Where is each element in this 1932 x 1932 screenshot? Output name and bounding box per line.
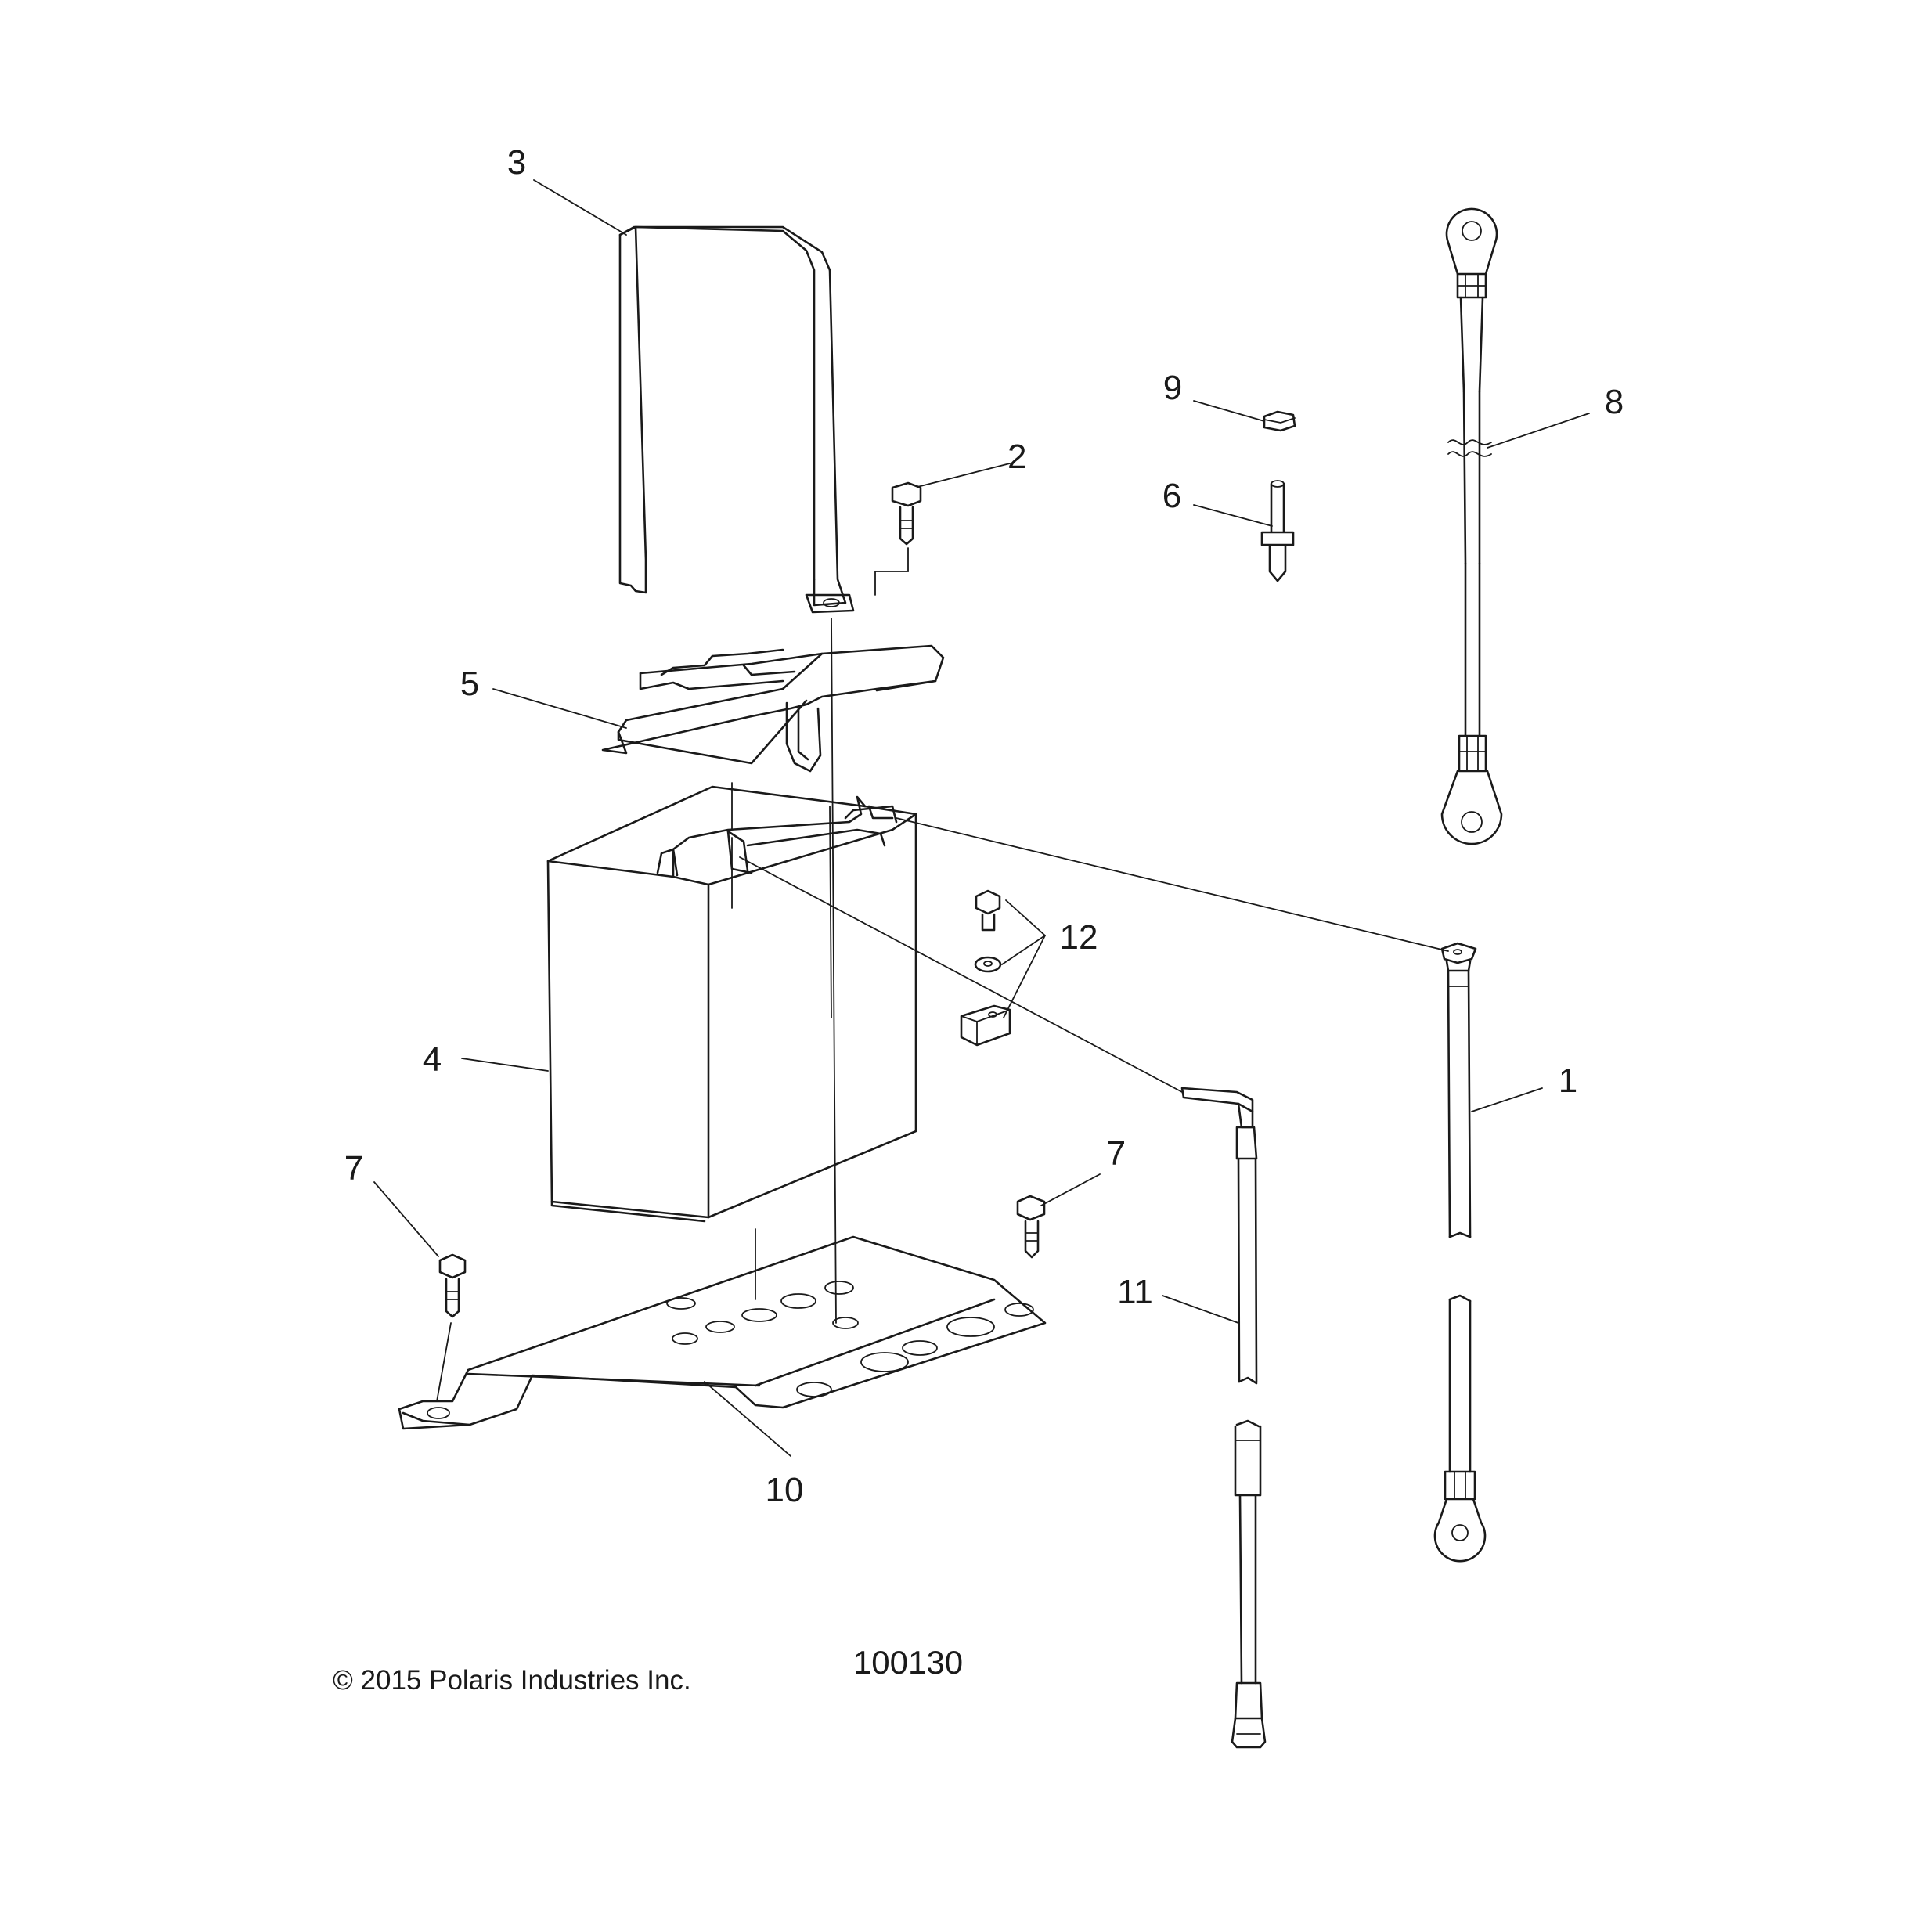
tray-bolt-left [436, 1253, 467, 1402]
leader-positive-terminal [896, 817, 1449, 952]
leader-negative-terminal [739, 856, 1183, 1093]
negative-cable [1180, 1087, 1267, 1749]
drawing-number: 100130 [853, 1644, 963, 1681]
callout-9: 9 [1163, 369, 1182, 407]
callout-7-left: 7 [344, 1149, 363, 1188]
callout-leaders [373, 179, 1590, 1457]
callout-8: 8 [1605, 383, 1624, 421]
positive-cable [1433, 942, 1487, 1563]
callout-4: 4 [423, 1040, 442, 1079]
align-line-bolt [831, 618, 837, 1324]
copyright-text: © 2015 Polaris Industries Inc. [333, 1665, 691, 1696]
callout-5: 5 [460, 665, 479, 703]
callout-2: 2 [1007, 438, 1026, 476]
callout-12: 12 [1060, 918, 1098, 957]
ground-cable [1440, 207, 1503, 845]
callout-1: 1 [1559, 1062, 1577, 1100]
terminal-stud [1260, 480, 1295, 582]
callout-11: 11 [1117, 1273, 1153, 1311]
battery-tray [398, 1235, 1047, 1430]
tray-bolt-right [1016, 1195, 1046, 1259]
battery-cover [601, 644, 945, 831]
callout-7-right: 7 [1107, 1134, 1126, 1173]
battery [546, 785, 917, 1223]
terminal-hardware [960, 889, 1011, 1047]
nut [1263, 410, 1296, 432]
callout-6: 6 [1162, 477, 1181, 515]
callout-3: 3 [507, 143, 526, 182]
hold-down-strap [618, 225, 855, 614]
strap-bolt [874, 481, 922, 596]
callout-10: 10 [766, 1471, 804, 1509]
